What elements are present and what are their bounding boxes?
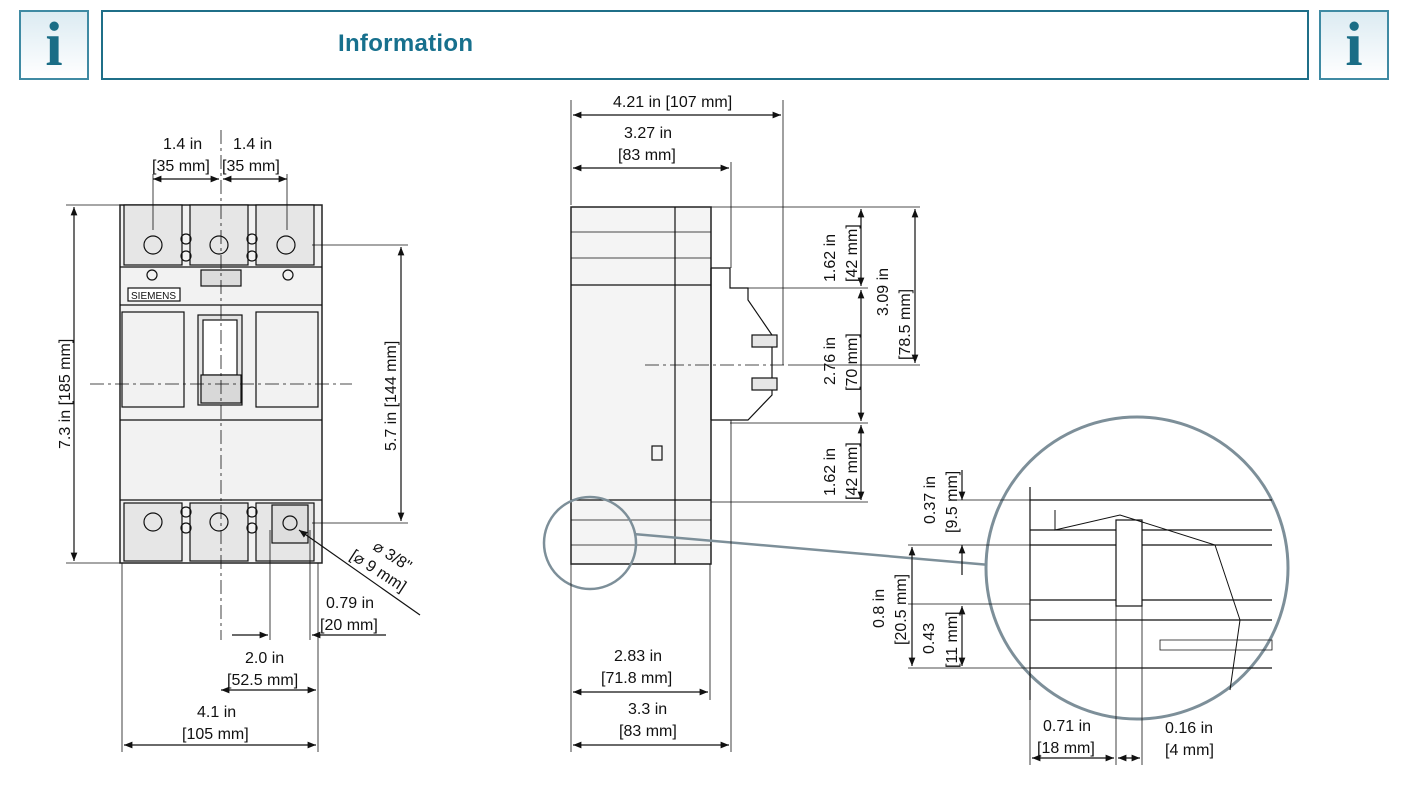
dim-33-mm: [83 mm]: [619, 723, 677, 740]
info-icon-left: i: [19, 10, 89, 80]
dim-283-in: 2.83 in: [614, 648, 662, 665]
dim-20-in: 2.0 in: [245, 650, 284, 667]
dim-height-total: 7.3 in [185 mm]: [57, 339, 74, 449]
dim-162a-mm: [42 mm]: [844, 224, 861, 282]
detail-view-labels: 0.37 in [9.5 mm] 0.8 in [20.5 mm] 0.43 […: [871, 471, 1214, 759]
brand-label: SIEMENS: [131, 291, 176, 302]
info-glyph: i: [1345, 11, 1363, 79]
dim-071-in: 0.71 in: [1043, 718, 1091, 735]
dim-016-mm: [4 mm]: [1165, 742, 1214, 759]
side-view-labels: 4.21 in [107 mm] 3.27 in [83 mm] 1.62 in…: [601, 94, 914, 740]
dim-043-mm: [11 mm]: [944, 611, 961, 668]
dim-08-mm: [20.5 mm]: [893, 574, 910, 645]
dim-162b-in: 1.62 in: [822, 448, 839, 496]
dim-079-mm: [20 mm]: [320, 617, 378, 634]
dim-41-mm: [105 mm]: [182, 726, 249, 743]
dim-421: 4.21 in [107 mm]: [613, 94, 732, 111]
dim-height-mount: 5.7 in [144 mm]: [383, 341, 400, 451]
dim-276-in: 2.76 in: [822, 337, 839, 385]
dim-41-in: 4.1 in: [197, 704, 236, 721]
page-title: Information: [338, 30, 474, 57]
dim-162b-mm: [42 mm]: [844, 442, 861, 500]
info-icon-right: i: [1319, 10, 1389, 80]
dim-pole-right-mm: [35 mm]: [222, 158, 280, 175]
dim-276-mm: [70 mm]: [844, 333, 861, 391]
dim-pole-right-in: 1.4 in: [233, 136, 272, 153]
dim-016-in: 0.16 in: [1165, 720, 1213, 737]
dim-pole-left-mm: [35 mm]: [152, 158, 210, 175]
side-view: [542, 100, 991, 752]
dim-20-mm: [52.5 mm]: [227, 672, 298, 689]
dim-162a-in: 1.62 in: [822, 234, 839, 282]
detail-view: [908, 415, 1290, 765]
info-glyph: i: [45, 11, 63, 79]
dim-309-mm: [78.5 mm]: [897, 289, 914, 360]
dim-33-in: 3.3 in: [628, 701, 667, 718]
dim-08-in: 0.8 in: [871, 589, 888, 628]
dim-037-in: 0.37 in: [922, 476, 939, 524]
dim-pole-left-in: 1.4 in: [163, 136, 202, 153]
dim-037-mm: [9.5 mm]: [944, 471, 961, 533]
dim-043-in: 0.43: [921, 623, 938, 654]
header-bar: Information: [101, 10, 1309, 80]
dim-283-mm: [71.8 mm]: [601, 670, 672, 687]
dim-327-in: 3.27 in: [624, 125, 672, 142]
dim-071-mm: [18 mm]: [1037, 740, 1095, 757]
dim-327-mm: [83 mm]: [618, 147, 676, 164]
front-view: SIEMENS: [66, 130, 421, 752]
dim-309-in: 3.09 in: [875, 268, 892, 316]
dim-079-in: 0.79 in: [326, 595, 374, 612]
